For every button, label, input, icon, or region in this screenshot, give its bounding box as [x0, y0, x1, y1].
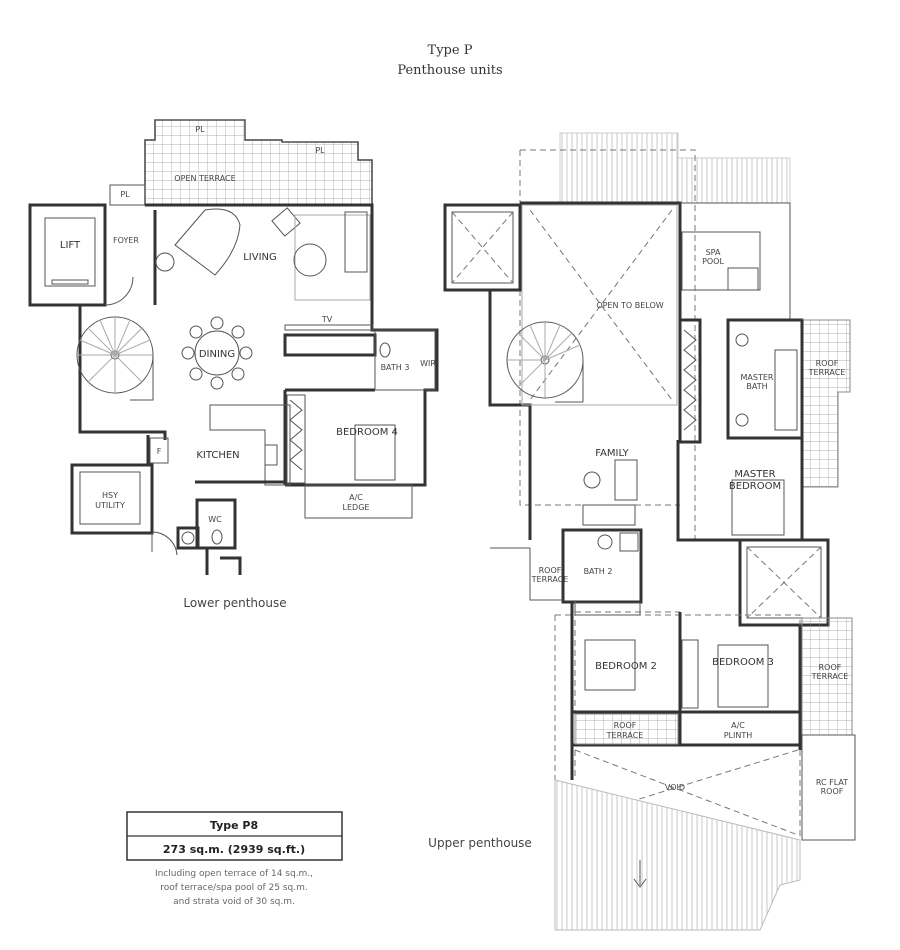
kitchen-label: KITCHEN	[196, 450, 239, 461]
dining-table	[181, 316, 253, 390]
pl-label: PL	[120, 190, 130, 199]
roof-terrace-label: ROOF	[614, 721, 637, 730]
bed-3	[717, 644, 769, 708]
void-area	[574, 749, 799, 836]
rc-flat-roof	[801, 734, 856, 841]
master-bath-label: BATH	[746, 382, 767, 391]
kitchen-counter	[209, 404, 291, 486]
lift-shaft-upper-2	[738, 538, 830, 627]
utility-room	[70, 463, 154, 535]
open-terrace	[144, 119, 373, 206]
sofa	[344, 211, 368, 273]
spa-pool	[681, 231, 761, 291]
wardrobe-bed3	[681, 639, 699, 709]
utility-label: UTILITY	[95, 501, 125, 510]
bedroom-3-label: BEDROOM 3	[712, 657, 774, 668]
slope-arrow-icon	[633, 860, 647, 888]
bath-3-label: BATH 3	[381, 363, 410, 372]
spiral-staircase-upper	[506, 321, 584, 403]
wir-label: WIR	[420, 359, 436, 368]
lower-penthouse-caption: Lower penthouse	[183, 596, 286, 610]
lift-shaft	[28, 203, 107, 307]
roof-terrace-label: TERRACE	[808, 368, 846, 377]
open-to-below-label: OPEN TO BELOW	[596, 301, 663, 310]
roof-terrace-label: TERRACE	[531, 575, 569, 584]
bath-2	[561, 528, 643, 604]
master-bedroom-label: MASTER	[734, 469, 775, 480]
void-label: VOID	[665, 783, 685, 792]
roof-terrace-bedroom3	[801, 617, 853, 736]
ac-plinth-label: PLINTH	[724, 731, 753, 740]
pl-label: PL	[195, 125, 205, 134]
fridge-label: F	[157, 447, 162, 456]
roof-terrace-label: ROOF	[816, 359, 839, 368]
lift-label: LIFT	[60, 240, 81, 251]
family-label: FAMILY	[595, 448, 629, 459]
tv-label: TV	[321, 315, 333, 324]
planter-small	[109, 184, 146, 206]
master-bedroom-label: BEDROOM	[729, 481, 781, 492]
spa-pool-label: SPA	[706, 248, 721, 257]
tv-console	[284, 324, 374, 331]
fridge	[149, 437, 169, 464]
ac-ledge-label: A/C	[349, 493, 363, 502]
upper-penthouse-plan: OPEN TO BELOW SPA POOL MASTER BATH ROOF …	[428, 132, 856, 931]
pl-label: PL	[315, 146, 325, 155]
plan-title: Type P	[428, 43, 473, 58]
wardrobe-bed2	[574, 602, 641, 616]
wc	[195, 498, 237, 550]
unit-area: 273 sq.m. (2939 sq.ft.)	[163, 843, 305, 856]
family-sofa	[614, 459, 638, 501]
area-note: roof terrace/spa pool of 25 sq.m.	[160, 883, 308, 893]
master-bath-label: MASTER	[741, 373, 774, 382]
master-bed	[731, 479, 785, 536]
roof-terrace-label: TERRACE	[811, 672, 849, 681]
area-table: Type P8 273 sq.m. (2939 sq.ft.) Includin…	[126, 811, 343, 907]
lower-penthouse-plan: PL PL PL OPEN TERRACE LIFT FOYER LIVING	[28, 119, 439, 610]
bed	[354, 424, 396, 481]
area-note: Including open terrace of 14 sq.m.,	[155, 869, 313, 879]
bedroom-2-label: BEDROOM 2	[595, 661, 657, 672]
dining-label: DINING	[199, 349, 235, 360]
unit-type: Type P8	[210, 819, 258, 832]
utility-label: HSY	[102, 491, 118, 500]
ac-plinth-label: A/C	[731, 721, 745, 730]
pergola	[559, 132, 679, 204]
rc-flat-roof-label: RC FLAT	[816, 778, 848, 787]
lift-shaft-upper	[443, 203, 522, 292]
bath-2-label: BATH 2	[584, 567, 613, 576]
pitched-roof	[554, 779, 801, 931]
open-to-below	[521, 204, 678, 406]
upper-penthouse-caption: Upper penthouse	[428, 836, 532, 850]
area-note: and strata void of 30 sq.m.	[173, 897, 295, 907]
bed-2	[584, 639, 636, 691]
roof-terrace-label: ROOF	[539, 566, 562, 575]
ac-ledge-label: LEDGE	[343, 503, 370, 512]
roof-terrace-label: ROOF	[819, 663, 842, 672]
open-terrace-label: OPEN TERRACE	[174, 174, 235, 183]
bath-3	[374, 329, 436, 391]
wardrobe	[286, 394, 306, 484]
ac-ledge	[304, 484, 413, 519]
foyer-label: FOYER	[113, 236, 139, 245]
roof-terrace-master	[801, 319, 851, 488]
roof-terrace-label: TERRACE	[606, 731, 644, 740]
washing-machine	[176, 526, 200, 550]
wardrobe-upper	[678, 318, 702, 444]
roof-terrace-bedroom	[574, 713, 679, 745]
plan-subtitle: Penthouse units	[397, 63, 502, 78]
piano	[174, 208, 241, 276]
family-table	[583, 471, 601, 489]
spiral-staircase	[76, 316, 154, 401]
spa-pool-label: POOL	[702, 257, 724, 266]
bedroom-4-label: BEDROOM 4	[336, 427, 398, 438]
rc-flat-roof-label: ROOF	[821, 787, 844, 796]
coffee-table	[293, 243, 327, 277]
living-label: LIVING	[243, 252, 277, 263]
wc-label: WC	[208, 515, 222, 524]
